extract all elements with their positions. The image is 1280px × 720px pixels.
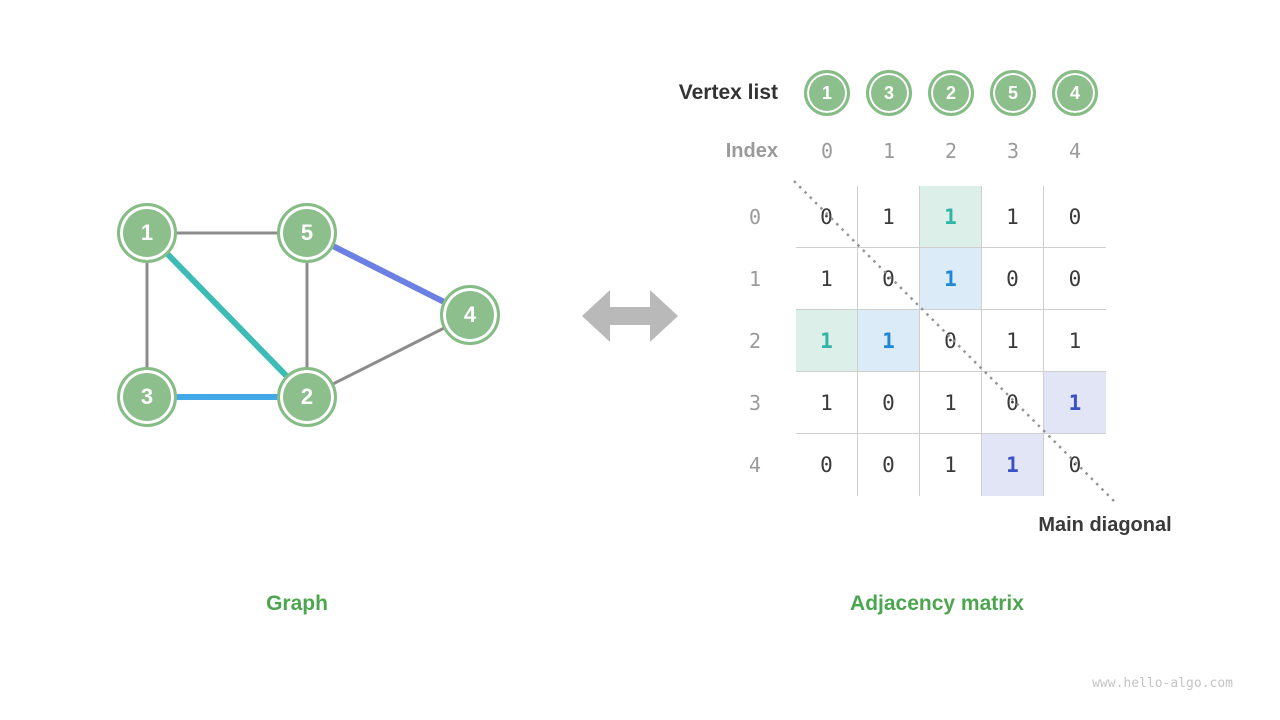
matrix-cell-0-2: 1 — [920, 186, 982, 248]
col-header-3: 3 — [1006, 139, 1020, 163]
row-label-1: 1 — [748, 267, 762, 291]
adjacency-matrix-caption: Adjacency matrix — [850, 592, 1024, 615]
edge-1-2-highlight — [144, 230, 310, 400]
matrix-cell-2-2: 0 — [920, 310, 982, 372]
matrix-cell-0-4: 0 — [1044, 186, 1106, 248]
matrix-column-headers: 0 1 2 3 4 — [796, 133, 1106, 169]
vertex-list-node-4: 4 — [1052, 70, 1098, 116]
matrix-cell-1-3: 0 — [982, 248, 1044, 310]
col-header-1: 1 — [882, 139, 896, 163]
matrix-cell-4-1: 0 — [858, 434, 920, 496]
row-label-4: 4 — [748, 453, 762, 477]
vertex-list-node-3-label: 3 — [883, 82, 894, 103]
matrix-cell-4-3: 1 — [982, 434, 1044, 496]
index-label: Index — [725, 140, 778, 162]
matrix-cell-4-0: 0 — [796, 434, 858, 496]
vertex-list-node-1-label: 1 — [821, 82, 832, 103]
vertex-list-node-3: 3 — [866, 70, 912, 116]
matrix-cell-0-1: 1 — [858, 186, 920, 248]
matrix-cell-3-1: 0 — [858, 372, 920, 434]
vertex-list-row: 1 3 2 5 4 — [796, 70, 1106, 116]
graph-node-4: 4 — [440, 285, 500, 345]
matrix-cell-1-4: 0 — [1044, 248, 1106, 310]
matrix-cell-3-0: 1 — [796, 372, 858, 434]
row-label-0: 0 — [748, 205, 762, 229]
matrix-cell-4-2: 1 — [920, 434, 982, 496]
matrix-cell-1-2: 1 — [920, 248, 982, 310]
matrix-cell-0-0: 0 — [796, 186, 858, 248]
col-header-0: 0 — [820, 139, 834, 163]
vertex-list-node-2: 2 — [928, 70, 974, 116]
matrix-cell-1-0: 1 — [796, 248, 858, 310]
matrix-cell-2-4: 1 — [1044, 310, 1106, 372]
vertex-list-node-4-label: 4 — [1069, 82, 1080, 103]
row-label-3: 3 — [748, 391, 762, 415]
matrix-cell-2-1: 1 — [858, 310, 920, 372]
graph-caption: Graph — [266, 592, 328, 615]
graph-node-4-label: 4 — [463, 302, 477, 327]
adjacency-matrix: 0 1 1 1 0 1 0 1 0 0 1 1 0 1 1 1 0 1 0 1 … — [796, 186, 1106, 496]
matrix-cell-2-0: 1 — [796, 310, 858, 372]
matrix-cell-3-2: 1 — [920, 372, 982, 434]
graph-node-1-label: 1 — [140, 220, 154, 245]
double-arrow-icon — [582, 290, 678, 342]
row-label-2: 2 — [748, 329, 762, 353]
graph-node-1: 1 — [117, 203, 177, 263]
vertex-list-node-5: 5 — [990, 70, 1036, 116]
matrix-row-labels: 0 1 2 3 4 — [733, 186, 777, 496]
graph-node-5-label: 5 — [300, 220, 314, 245]
matrix-cell-3-3: 0 — [982, 372, 1044, 434]
graph-node-3-label: 3 — [140, 384, 154, 409]
matrix-cell-1-1: 0 — [858, 248, 920, 310]
matrix-cell-2-3: 1 — [982, 310, 1044, 372]
matrix-cell-4-4: 0 — [1068, 453, 1082, 477]
matrix-cell-0-3: 1 — [982, 186, 1044, 248]
vertex-list-label: Vertex list — [678, 81, 778, 104]
watermark: www.hello-algo.com — [1092, 676, 1233, 691]
vertex-list-node-2-label: 2 — [945, 82, 956, 103]
vertex-list-node-1: 1 — [804, 70, 850, 116]
graph-node-2-label: 2 — [300, 384, 314, 409]
graph-node-5: 5 — [277, 203, 337, 263]
vertex-list-node-5-label: 5 — [1007, 82, 1018, 103]
matrix-cell-3-4: 1 — [1044, 372, 1106, 434]
col-header-4: 4 — [1068, 139, 1082, 163]
col-header-2: 2 — [944, 139, 958, 163]
graph-node-3: 3 — [117, 367, 177, 427]
graph-node-2: 2 — [277, 367, 337, 427]
main-diagonal-label: Main diagonal — [1038, 514, 1172, 536]
